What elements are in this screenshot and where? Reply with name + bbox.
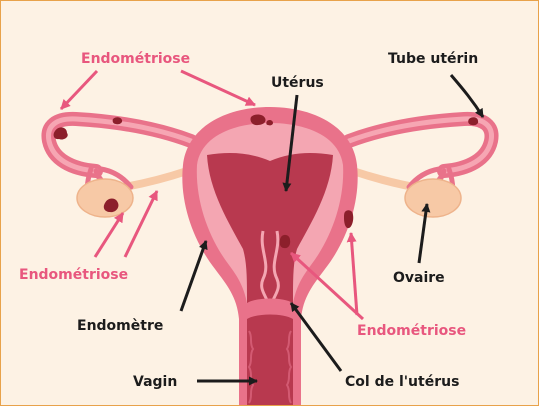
- endometriose-right-pointer-2: [351, 233, 357, 315]
- lesion-right-tube: [468, 117, 478, 125]
- lesion-uterus-top: [250, 114, 265, 125]
- label-endometriose-left: Endométriose: [19, 267, 128, 283]
- endometriose-top-pointer-right: [181, 71, 255, 105]
- endometriose-top-pointer-left: [61, 71, 97, 109]
- label-endometriose-top: Endométriose: [81, 51, 190, 67]
- label-endometre: Endomètre: [77, 318, 163, 334]
- left-ovary: [77, 179, 133, 217]
- lesion-uterine-cavity: [280, 235, 291, 248]
- lesion-right-wall: [344, 210, 353, 228]
- label-endometriose-right: Endométriose: [357, 323, 466, 339]
- tube-uterin-pointer: [451, 75, 483, 117]
- label-ovaire: Ovaire: [393, 270, 445, 286]
- label-tube-uterin: Tube utérin: [388, 51, 478, 67]
- label-col-uterus: Col de l'utérus: [345, 374, 459, 390]
- label-uterus: Utérus: [271, 75, 324, 91]
- endometriose-left-pointer-1: [95, 213, 123, 257]
- label-vagin: Vagin: [133, 374, 177, 390]
- endometre-pointer: [181, 241, 206, 311]
- right-ovary: [405, 179, 461, 217]
